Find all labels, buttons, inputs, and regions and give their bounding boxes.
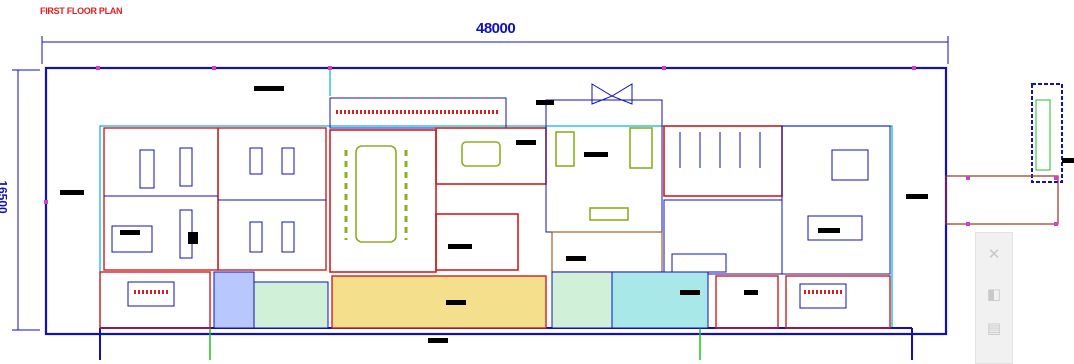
office-area — [435, 83, 663, 273]
plan-title: FIRST FLOOR PLAN — [40, 6, 123, 16]
stair-annex — [945, 83, 1063, 225]
left-rooms — [103, 127, 327, 271]
conference-room — [329, 97, 507, 273]
right-rooms — [663, 125, 891, 275]
collapse-panel-icon[interactable]: ◧ — [986, 285, 1002, 303]
dimension-lines — [12, 36, 949, 331]
service-strip — [99, 271, 891, 329]
width-dimension-label: 48000 — [476, 20, 516, 37]
properties-icon[interactable]: ▤ — [986, 319, 1002, 337]
room-labels — [60, 86, 1074, 343]
column-markers — [44, 66, 1058, 226]
close-icon[interactable]: ✕ — [987, 245, 1001, 263]
side-toolstrip: ✕ ◧ ▤ — [975, 232, 1013, 364]
